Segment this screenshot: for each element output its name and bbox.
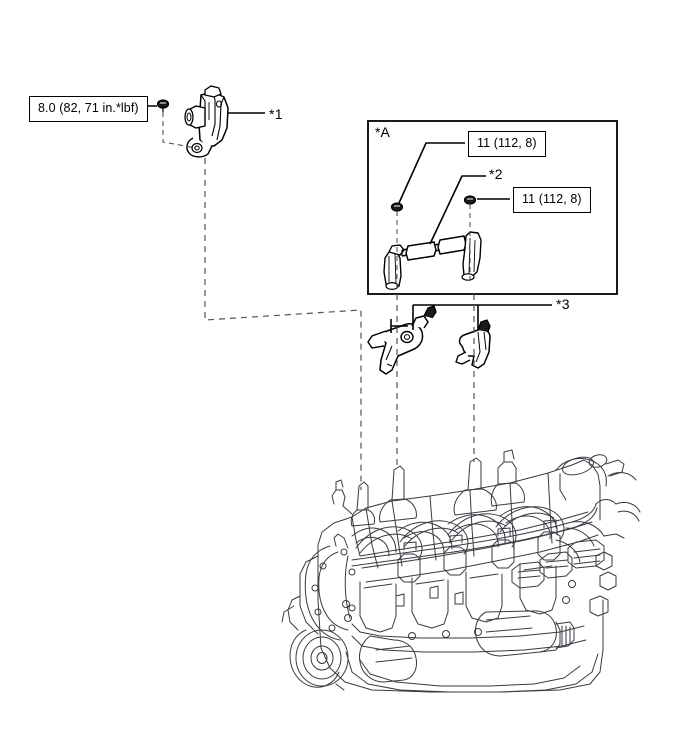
torque-label-bracket-bolt: 8.0 (82, 71 in.*lbf) xyxy=(29,96,148,122)
torque-leader-clamp-left xyxy=(398,142,465,204)
torque-label-clamp-bolt-left: 11 (112, 8) xyxy=(468,131,546,157)
part-1-bolt-install-line xyxy=(162,112,197,149)
detail-region-a-box xyxy=(367,120,618,295)
reference-label-1: *1 xyxy=(269,106,283,122)
assembly-guide-line-1 xyxy=(204,158,362,490)
part-1-bolt xyxy=(156,99,170,112)
region-tag-a: *A xyxy=(375,124,390,140)
torque-label-clamp-bolt-right: 11 (112, 8) xyxy=(513,187,591,213)
part-2-clamp-assembly xyxy=(383,231,482,291)
part-2-bolt-left xyxy=(390,202,404,212)
part-3-bracket-right xyxy=(455,319,491,369)
part-2-bolt-right xyxy=(463,195,477,205)
part-3-bracket-left xyxy=(367,305,437,375)
reference-label-3: *3 xyxy=(556,296,570,312)
reference-label-2: *2 xyxy=(489,166,503,182)
part-1-bracket xyxy=(184,85,229,158)
ref-leader-2 xyxy=(429,175,486,245)
